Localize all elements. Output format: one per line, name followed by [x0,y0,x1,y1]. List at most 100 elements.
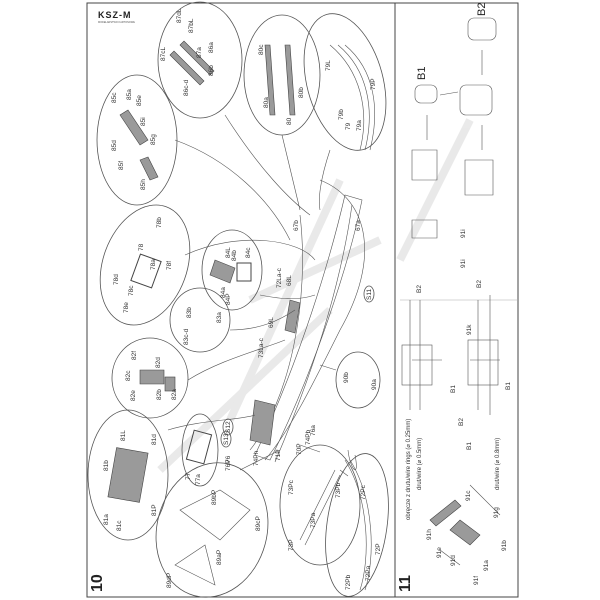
part-label: 71P [275,449,282,461]
part-label: 72Pc [360,484,367,500]
part-label: 85h [140,179,147,190]
part-label: 74Ph [253,450,260,466]
part-label: 82d [155,357,162,368]
part-label: 87bL [188,18,195,33]
part-label: 91k [466,324,473,335]
part-label: 83b [186,307,193,318]
part-label: 87dL [176,8,183,23]
part-label: 78e [123,302,130,313]
part-label: 91b [501,540,508,551]
part-label: 84P [225,293,232,305]
part-label: 80c [258,44,265,55]
part-label: 79P [370,78,377,90]
part-label: 73Pb [335,482,342,498]
part-label: 85f [118,161,125,170]
part-label: 78a [150,259,157,270]
part-label: 89bP [211,490,218,505]
part-label: 77a [195,474,202,485]
stage-mark: S11 [366,289,373,300]
part-label: 79a [356,120,363,131]
part-label: 81b [103,460,110,471]
part-label: 91a [483,560,490,571]
part-label: 85d [111,140,118,151]
part-label: 90a [371,379,378,390]
boat-assembly-diagrams [401,17,501,566]
part-label: 81a [103,514,110,525]
part-label: 77 [185,472,192,480]
part-label: 84L [225,247,232,258]
part-label: 78b [156,217,163,228]
part-label: 78c [128,285,135,296]
part-label: 72Pb [345,574,352,590]
stage-mark-circle [363,285,375,303]
part-sketches [107,40,375,591]
part-label: 79b [338,109,345,120]
part-label: 86a [208,42,215,53]
part-label: 87a [196,47,203,58]
part-label: 78d [113,274,120,285]
part-label: B1 [450,385,457,393]
part-label: 70P [296,443,303,455]
part-label: 86b [208,65,215,76]
part-label: 80b [298,87,305,98]
part-label: 80a [263,97,270,108]
note-wire-05: drut/wire (⌀ 0.5mm) [417,438,423,490]
part-label: 91f [473,576,480,585]
part-label: 82a [171,389,178,400]
logo-subtitle: MODELARSTWO KARTONOWE [98,21,135,24]
part-label: 81c [116,520,123,531]
part-label: 73P [288,539,295,551]
part-label: 72La-c [276,267,283,288]
detail-callouts [87,1,389,598]
part-label: 85i [140,117,147,126]
part-label: 85e [136,95,143,106]
part-label: 91h [426,529,433,540]
part-label: 68L [286,275,293,286]
part-label: 79 [345,122,352,130]
part-label: 82c [125,370,132,381]
part-label: 80 [286,117,293,125]
part-label: B1 [466,442,473,450]
part-label: 72Pa [365,565,372,581]
part-label: 67a [355,220,362,231]
part-label: 73Pc [288,479,295,495]
part-label: 91e [436,547,443,558]
ship-hull [249,179,365,463]
part-label: 82b [156,389,163,400]
part-label: B2 [476,3,488,16]
step-number-11: 11 [397,575,414,592]
part-label: 72P [375,543,382,555]
part-label: 78 [138,243,145,251]
part-label: 83c-d [183,328,190,345]
part-label: 91i [460,259,467,268]
part-label: 87cL [160,47,167,61]
part-label: B1 [505,382,512,390]
part-label: B2 [458,418,465,426]
part-label: 91d [450,555,457,566]
part-label: 83a [216,312,223,323]
note-wire-rings: obręcze z drutu/wire rings (⌀ 0.25mm) [406,419,412,520]
stage-mark: S13 [223,433,230,445]
part-label: 91i [460,229,467,238]
part-label: 84a [220,287,227,298]
part-label: 82e [130,390,137,401]
part-label: 86c-d [183,79,190,96]
stage-mark-circle [222,418,234,436]
part-label: 85g [150,134,157,145]
part-label: 85a [126,89,133,100]
step-number-10: 10 [89,574,106,592]
part-label: 85c [111,92,118,103]
part-label: 89dP [166,573,173,588]
part-label: 81L [120,430,127,441]
part-label: 84c [245,247,252,258]
logo-text: KSZ-M [98,10,132,20]
note-wire-08: drut/wire (⌀ 0.8mm) [495,438,501,490]
part-label: 91g [493,507,500,518]
part-label: 81P [151,504,158,516]
part-label: 89cP [255,516,262,531]
part-label: 74Pb [305,429,312,445]
part-label: 73Pa [310,512,317,528]
